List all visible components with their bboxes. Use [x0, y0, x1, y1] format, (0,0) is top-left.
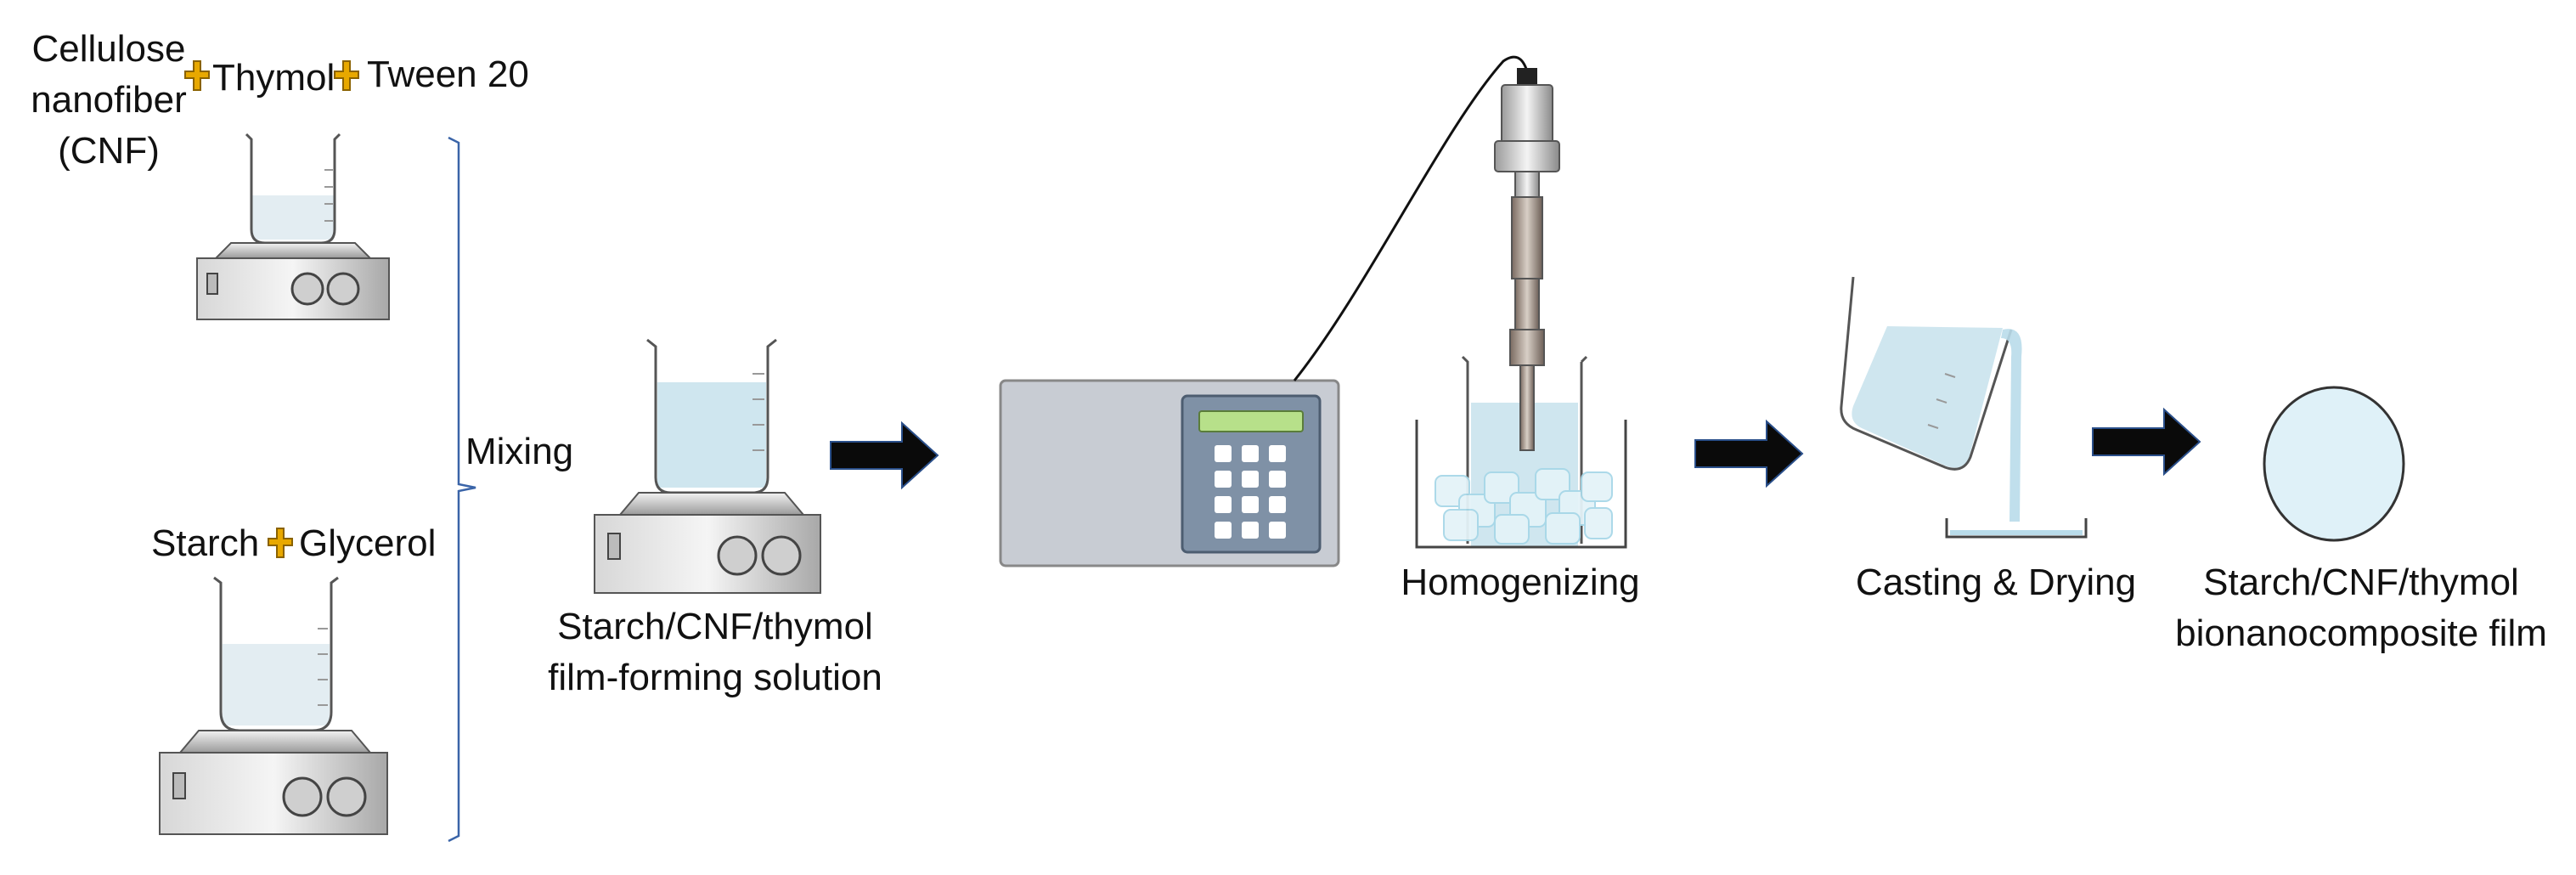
beaker-icon	[646, 338, 777, 494]
film-disc-icon	[2263, 386, 2405, 542]
mixing-label: Mixing	[465, 431, 574, 472]
plus-icon	[334, 60, 359, 91]
starch-label: Starch	[151, 522, 260, 564]
homogenizing-label: Homogenizing	[1401, 562, 1640, 603]
film-label-line2: bionanocomposite film	[2175, 612, 2547, 654]
ice-cubes	[1435, 468, 1613, 545]
solution-label: Starch/CNF/thymol film-forming solution	[548, 601, 882, 703]
thymol-label: Thymol	[212, 57, 335, 99]
arrow-right-icon	[1694, 419, 1804, 488]
hot-plate-icon	[594, 492, 821, 594]
cnf-label-line3: (CNF)	[58, 130, 160, 172]
cnf-label-line1: Cellulose	[31, 28, 186, 70]
arrow-right-icon	[2092, 407, 2201, 477]
tween-label: Tween 20	[367, 54, 529, 95]
hot-plate-icon	[196, 242, 390, 320]
homogenizer-control-unit-icon	[999, 379, 1340, 567]
solution-label-line1: Starch/CNF/thymol	[557, 606, 873, 647]
solution-label-line2: film-forming solution	[548, 657, 882, 698]
film-label-line1: Starch/CNF/thymol	[2203, 562, 2519, 603]
hot-plate-icon	[159, 730, 388, 835]
probe-cable	[1293, 55, 1529, 381]
casting-tray-icon	[1945, 518, 2088, 539]
casting-label: Casting & Drying	[1855, 562, 2137, 603]
solution-setup	[594, 338, 821, 594]
beaker-icon	[245, 133, 341, 245]
glycerol-label: Glycerol	[299, 522, 437, 564]
film-label: Starch/CNF/thymol bionanocomposite film	[2175, 557, 2547, 659]
cnf-mixture-setup	[196, 133, 390, 320]
arrow-right-icon	[830, 421, 939, 490]
mixing-bracket	[448, 136, 476, 843]
plus-icon	[268, 528, 293, 558]
starch-mixture-setup	[159, 576, 388, 835]
ultrasonic-probe-icon	[1494, 68, 1560, 451]
cnf-label: Cellulose nanofiber (CNF)	[24, 24, 194, 177]
cnf-label-line2: nanofiber	[31, 79, 187, 121]
beaker-icon	[213, 576, 339, 732]
pouring-beaker-icon	[1840, 276, 2022, 522]
plus-icon	[184, 60, 210, 91]
